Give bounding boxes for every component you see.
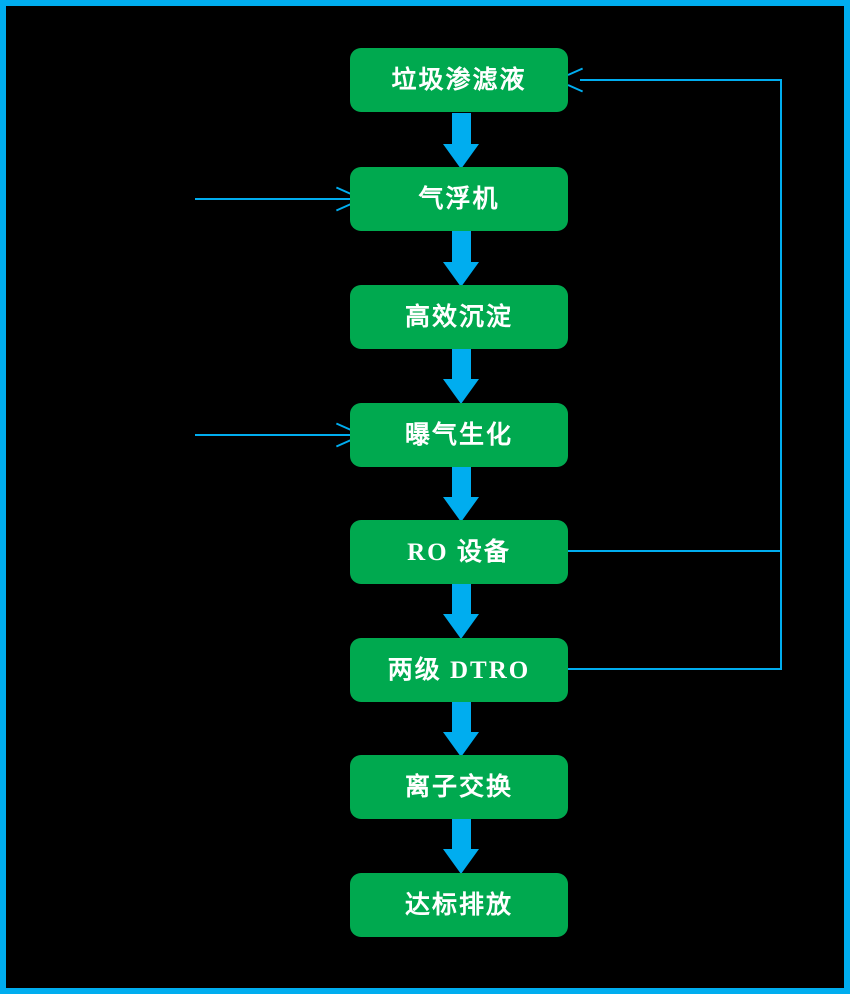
recycle-line-ro-horizontal [568,550,782,552]
node-flotation[interactable]: 气浮机 [350,167,568,231]
node-dtro[interactable]: 两级 DTRO [350,638,568,702]
node-discharge-label: 达标排放 [404,891,513,919]
node-dtro-label: 两级 DTRO [387,656,531,684]
node-discharge[interactable]: 达标排放 [350,873,568,937]
recycle-line-return-horizontal [580,79,782,81]
node-aeration[interactable]: 曝气生化 [350,403,568,467]
flow-arrow-settling-to-aeration [443,348,480,404]
flow-arrow-dtro-to-ion [443,701,480,757]
flow-arrow-flotation-to-settling [443,231,480,287]
recycle-line-dtro-horizontal [568,668,782,670]
flow-arrow-ion-to-discharge [443,818,480,874]
recycle-line-vertical [780,79,782,670]
node-settling-label: 高效沉淀 [404,303,513,331]
node-flotation-label: 气浮机 [418,185,500,213]
node-leachate-label: 垃圾渗滤液 [391,66,527,94]
recycle-arrowhead-icon [567,67,584,93]
node-ion-exchange-label: 离子交换 [404,773,513,801]
node-leachate[interactable]: 垃圾渗滤液 [350,48,568,112]
input-arrow-flotation [195,186,352,212]
node-ro-label: RO 设备 [407,538,511,566]
node-settling[interactable]: 高效沉淀 [350,285,568,349]
node-aeration-label: 曝气生化 [404,421,513,449]
input-arrow-aeration [195,422,352,448]
diagram-background [6,6,844,988]
flow-arrow-leachate-to-flotation [443,113,480,169]
node-ion-exchange[interactable]: 离子交换 [350,755,568,819]
flow-arrow-aeration-to-ro [443,466,480,522]
node-ro[interactable]: RO 设备 [350,520,568,584]
flow-arrow-ro-to-dtro [443,583,480,639]
